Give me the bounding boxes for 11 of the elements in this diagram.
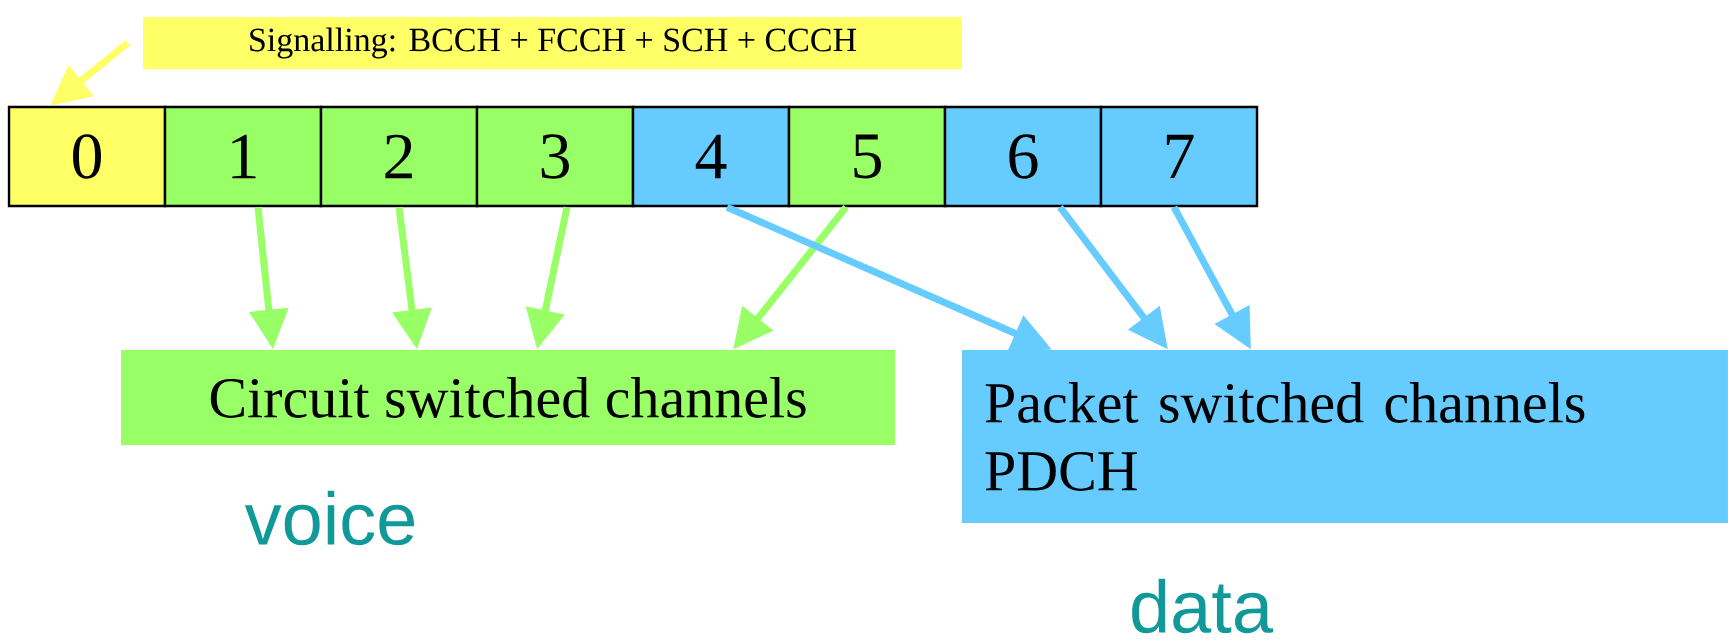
timeslot-cell: 6 (943, 105, 1103, 208)
timeslot-cell: 0 (7, 105, 167, 208)
timeslot-cell: 2 (319, 105, 479, 208)
packet-box: Packet switched channels PDCH (962, 350, 1728, 523)
timeslot-cell: 3 (475, 105, 635, 208)
timeslot-cell: 4 (631, 105, 791, 208)
circuit-box: Circuit switched channels (121, 350, 895, 445)
timeslot-cell: 7 (1099, 105, 1259, 208)
timeslot-cell: 5 (787, 105, 947, 208)
timeslot-cell: 1 (163, 105, 323, 208)
signalling-box: Signalling: BCCH + FCCH + SCH + CCCH (143, 17, 962, 69)
